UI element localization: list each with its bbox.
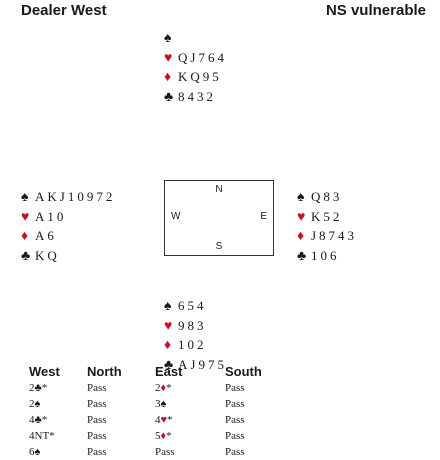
compass-north: N (215, 184, 223, 195)
south-diamond-cards: 102 (178, 337, 207, 352)
north-club-cards: 8432 (178, 88, 216, 104)
auction-bid: 6♠ (29, 446, 41, 458)
north-hand: ♠ ♥ QJ764 ♦ KQ95 ♣8432 (164, 28, 227, 106)
auction-bid: Pass (225, 414, 245, 426)
diamond-icon: ♦ (164, 70, 172, 85)
diamond-icon: ♦ (297, 229, 305, 244)
west-diamond-cards: A6 (35, 228, 57, 243)
auction-bid: Pass (225, 446, 245, 458)
spade-icon: ♠ (34, 446, 41, 458)
west-diamond-row: ♦ A6 (21, 226, 115, 246)
south-diamond-row: ♦ 102 (164, 335, 227, 355)
compass-east: E (260, 211, 267, 222)
spade-icon: ♠ (21, 190, 29, 205)
south-spade-row: ♠ 654 (164, 296, 227, 316)
auction-row: 2♠ Pass 3♠ Pass (29, 396, 295, 412)
east-diamond-cards: J8743 (311, 228, 358, 243)
auction-bid: 2♦* (155, 382, 172, 394)
north-diamond-row: ♦ KQ95 (164, 67, 227, 87)
compass-box: N W E S (164, 180, 274, 256)
club-icon: ♣ (164, 357, 174, 373)
auction-bid: Pass (87, 430, 107, 442)
auction-header-west: West (29, 363, 60, 379)
east-spade-row: ♠ Q83 (297, 187, 357, 207)
auction-bid: 3♠ (155, 398, 167, 410)
east-diamond-row: ♦ J8743 (297, 226, 357, 246)
auction-header-east: East (155, 363, 183, 379)
south-club-cards: AJ975 (178, 356, 227, 372)
north-heart-row: ♥ QJ764 (164, 48, 227, 68)
north-club-row: ♣8432 (164, 87, 227, 107)
auction-bid: Pass (87, 414, 107, 426)
auction-header-north: North (87, 363, 122, 379)
south-spade-cards: 654 (178, 298, 207, 313)
spade-icon: ♠ (160, 398, 167, 410)
auction-row: 4NT* Pass 5♦* Pass (29, 428, 295, 444)
north-heart-cards: QJ764 (178, 49, 227, 65)
auction-bid: 2♣* (29, 382, 48, 394)
heart-icon: ♥ (160, 414, 168, 426)
auction-bid: 4NT* (29, 430, 55, 442)
east-club-cards: 106 (311, 247, 340, 263)
south-club-row: ♣AJ975 (164, 355, 227, 375)
west-spade-cards: AKJ10972 (35, 189, 116, 204)
heart-icon: ♥ (164, 318, 173, 334)
west-club-cards: KQ (35, 247, 60, 263)
club-icon: ♣ (297, 248, 307, 264)
auction-row: 6♠ Pass Pass Pass (29, 444, 295, 460)
west-spade-row: ♠ AKJ10972 (21, 187, 115, 207)
west-club-row: ♣KQ (21, 246, 115, 266)
auction-bid: 4♥* (155, 414, 173, 426)
heart-icon: ♥ (297, 209, 306, 225)
east-heart-cards: K52 (311, 208, 343, 224)
diamond-icon: ♦ (164, 338, 172, 353)
club-icon: ♣ (21, 248, 31, 264)
club-icon: ♣ (164, 89, 174, 105)
east-spade-cards: Q83 (311, 189, 343, 204)
auction-table: West North East South 2♣* Pass 2♦* Pass 2♠ Pa… (29, 362, 295, 460)
compass-west: W (171, 211, 181, 222)
auction-bid: Pass (87, 382, 107, 394)
south-heart-row: ♥ 983 (164, 316, 227, 336)
club-icon: ♣ (34, 414, 42, 426)
spade-icon: ♠ (297, 190, 305, 205)
south-hand: ♠ 654 ♥ 983 ♦ 102 ♣AJ975 (164, 296, 227, 374)
east-hand: ♠ Q83 ♥ K52 ♦ J8743 ♣106 (297, 187, 357, 265)
club-icon: ♣ (34, 382, 42, 394)
west-heart-cards: A10 (35, 208, 67, 224)
auction-bid: 5♦* (155, 430, 172, 442)
spade-icon: ♠ (164, 31, 172, 46)
auction-bid: Pass (225, 382, 245, 394)
heart-icon: ♥ (164, 50, 173, 66)
north-diamond-cards: KQ95 (178, 69, 222, 84)
dealer-label: Dealer West (21, 2, 107, 19)
north-spade-row: ♠ (164, 28, 227, 48)
auction-bid: Pass (87, 398, 107, 410)
spade-icon: ♠ (34, 398, 41, 410)
heart-icon: ♥ (21, 209, 30, 225)
diamond-icon: ♦ (21, 229, 29, 244)
east-club-row: ♣106 (297, 246, 357, 266)
spade-icon: ♠ (164, 299, 172, 314)
auction-bid: 2♠ (29, 398, 41, 410)
vulnerability-label: NS vulnerable (325, 2, 426, 19)
auction-row: 4♣* Pass 4♥* Pass (29, 412, 295, 428)
diamond-icon: ♦ (160, 430, 167, 442)
auction-bid: Pass (225, 398, 245, 410)
west-heart-row: ♥ A10 (21, 207, 115, 227)
auction-bid: 4♣* (29, 414, 48, 426)
auction-bid: Pass (225, 430, 245, 442)
south-heart-cards: 983 (178, 317, 207, 333)
west-hand: ♠ AKJ10972 ♥ A10 ♦ A6 ♣KQ (21, 187, 115, 265)
auction-header-south: South (225, 363, 262, 379)
compass-south: S (215, 241, 223, 252)
auction-row: 2♣* Pass 2♦* Pass (29, 380, 295, 396)
diamond-icon: ♦ (160, 382, 167, 394)
auction-bid: Pass (155, 446, 175, 458)
east-heart-row: ♥ K52 (297, 207, 357, 227)
auction-bid: Pass (87, 446, 107, 458)
